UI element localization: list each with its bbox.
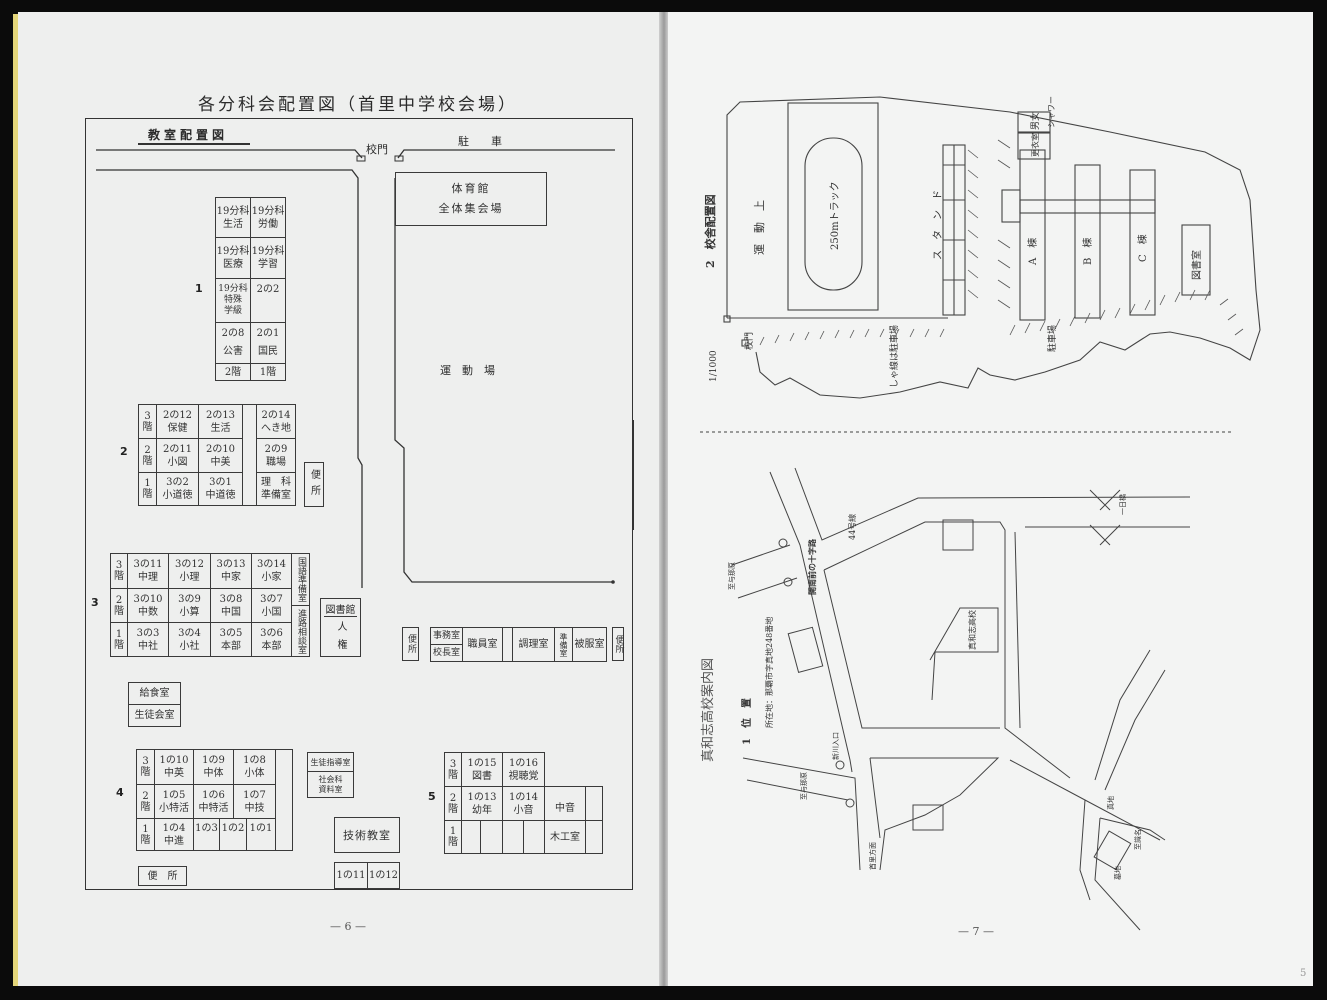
field-label: 運 動 上 — [752, 200, 766, 255]
map-label: 新川入口 — [831, 732, 840, 760]
room-cell: 理 科 準備室 — [256, 472, 296, 506]
right-page — [668, 12, 1313, 986]
building-number: 4 — [116, 786, 124, 799]
toilet-box: 便 所 — [138, 866, 187, 886]
section-heading: 教室配置図 — [148, 128, 229, 142]
scale-label: 1/1000 — [709, 350, 719, 382]
toilet-box: 便所 — [612, 627, 624, 661]
library-box: 図書館 人権 — [320, 598, 361, 657]
field-label: 運 動 場 — [440, 364, 495, 377]
library-sub-label: 人権 — [335, 621, 346, 657]
binding-strip — [13, 14, 19, 986]
building-number: 5 — [428, 790, 436, 803]
hatch-note: しゃ線は駐車場 — [888, 325, 900, 388]
map-label: 至与那原 — [728, 562, 736, 590]
route-map-title: 真和志高校案内図 — [700, 658, 716, 762]
road-lines — [96, 149, 634, 588]
room-cell: 被服室 — [572, 627, 607, 662]
library-label: 図書室 — [1190, 250, 1203, 280]
book-gutter — [659, 12, 669, 986]
library-building — [1181, 224, 1211, 296]
tech-classroom-box: 技術教室 — [334, 817, 400, 853]
campus-outline — [726, 96, 1261, 399]
building-label: A 棟 — [1026, 238, 1039, 266]
map-label: 真和志高校 — [967, 610, 977, 650]
changing-label: 更衣室 — [1030, 133, 1040, 157]
changing-room-box — [1017, 111, 1051, 133]
building-c — [1129, 169, 1156, 316]
map-label: 開南前の十字路 — [807, 538, 817, 595]
map-label: 一日橋 — [1118, 494, 1127, 515]
building-label: B 棟 — [1081, 238, 1094, 265]
gate-label: 校門 — [743, 332, 755, 350]
social-studies-room-box: 社会科 資料室 — [307, 771, 354, 798]
page-number: — 7 — — [958, 925, 994, 938]
corner-mark: 5 — [1300, 968, 1307, 979]
building-label: C 棟 — [1136, 234, 1149, 262]
campus-map-title: 2 校舎配置図 — [703, 194, 717, 268]
building-number: 2 — [120, 445, 128, 458]
student-council-box: 生徒会室 — [128, 704, 181, 727]
room-cell — [585, 820, 603, 854]
toilet-box: 便所 — [402, 627, 419, 661]
shower-label: シャワー — [1047, 96, 1056, 128]
map-label: 至識名 — [1133, 829, 1142, 850]
room-cell: 進路相談室 — [291, 605, 310, 657]
parking-label: 駐車場 — [1046, 325, 1058, 352]
map-label: 至与那原 — [800, 772, 808, 800]
map-label: 墓地 — [1113, 866, 1122, 880]
track-area — [787, 102, 879, 311]
floor-cell: 1階 — [250, 363, 286, 381]
gym-box: 体育館 全体集会場 — [395, 172, 547, 226]
changing-label: 男女 — [1029, 112, 1041, 130]
room-cell: 3の1 中道徳 — [198, 472, 243, 506]
building-number: 3 — [91, 596, 99, 609]
parking-hatching — [759, 139, 1244, 346]
left-page — [18, 12, 661, 986]
room-cell: 1の1 — [246, 818, 276, 851]
parking-label: 駐 車 — [458, 135, 502, 148]
track-label: 250mトラック — [829, 181, 841, 250]
page-number: — 6 — — [330, 920, 366, 933]
heading-underline — [138, 143, 250, 145]
gate-label: 校門 — [366, 143, 388, 156]
library-label: 図書館 — [324, 601, 357, 617]
room-cell: 1の12 — [367, 862, 400, 889]
building-a — [1019, 149, 1046, 321]
toilet-box: 便所 — [304, 462, 324, 507]
route-map-roads — [731, 467, 1191, 931]
map-label: 首里方面 — [868, 842, 877, 870]
stand-label: ス タ ン ド — [932, 190, 944, 260]
section-label: 1 位 置 — [740, 698, 753, 745]
page-title: 各分科会配置図（首里中学校会場） — [198, 95, 518, 115]
map-label: 真地 — [1106, 796, 1115, 810]
address-text: 所在地：那覇市字真地248番地 — [764, 617, 774, 728]
map-label: 44号線 — [847, 514, 857, 540]
building-number: 1 — [195, 282, 203, 295]
